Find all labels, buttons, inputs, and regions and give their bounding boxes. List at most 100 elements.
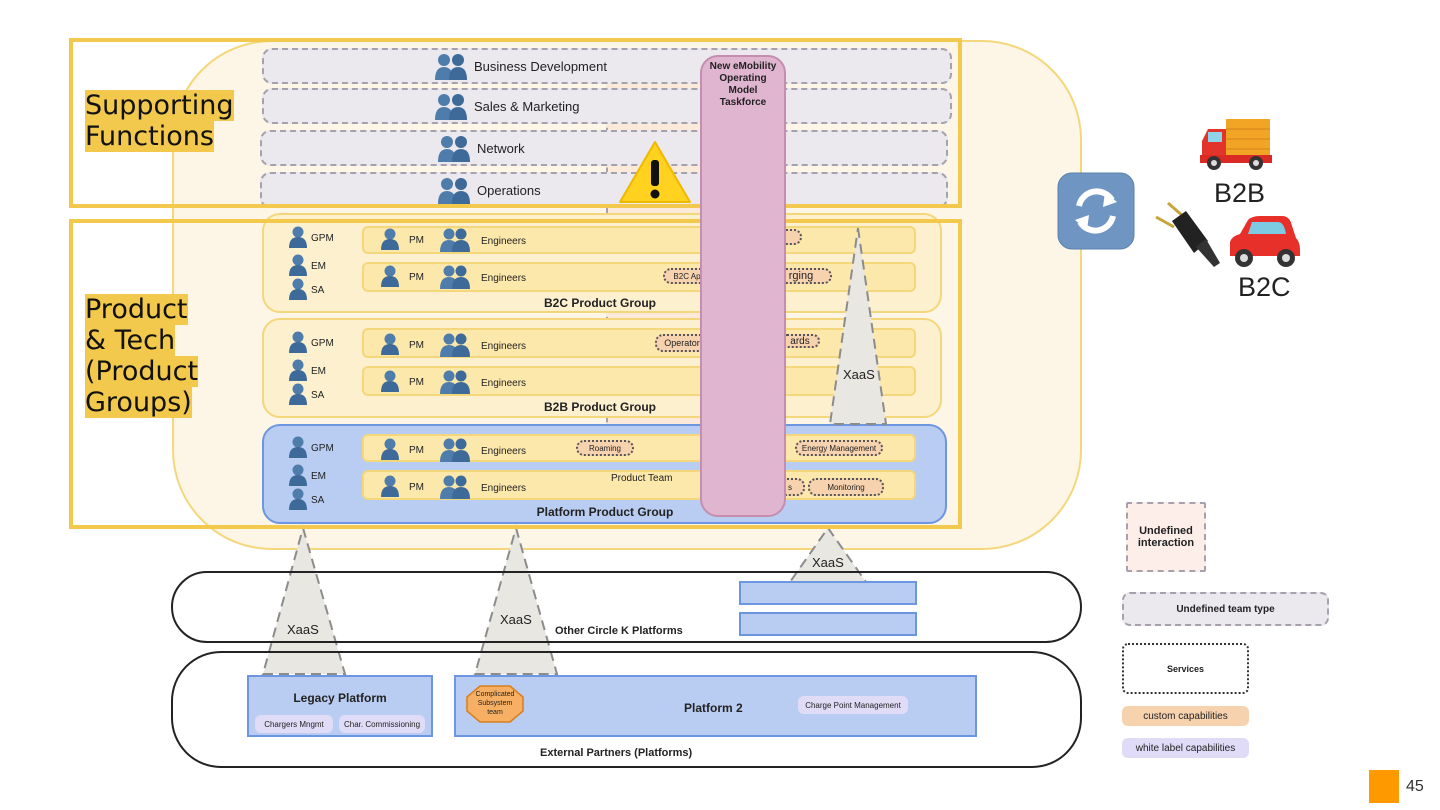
person-icon (380, 475, 400, 500)
function-label: Network (477, 140, 525, 156)
role-engineers: Engineers (440, 333, 526, 360)
role-label: GPM (311, 233, 334, 244)
role-pm: PM (380, 265, 424, 290)
xaas-label: XaaS (287, 622, 319, 637)
people-icon (434, 92, 468, 120)
supporting-functions-frame (69, 38, 962, 208)
b2b-label: B2B (1214, 178, 1266, 208)
people-icon (440, 265, 470, 292)
people-icon (440, 333, 470, 360)
product-team-label: Product Team (611, 473, 673, 484)
role-engineers: Engineers (440, 438, 526, 465)
person-icon (288, 331, 308, 356)
person-icon (380, 228, 400, 253)
person-icon (288, 488, 308, 513)
xaas-triangle-platform2 (473, 524, 559, 675)
service-pill[interactable]: Monitoring (808, 478, 884, 496)
warning-triangle-icon (618, 140, 692, 209)
role-sa: SA (288, 383, 324, 408)
people-icon (437, 134, 471, 162)
person-icon (288, 278, 308, 303)
xaas-label: XaaS (500, 612, 532, 627)
legend-undefined-team-type: Undefined team type (1122, 592, 1329, 626)
external-partners-label: External Partners (Platforms) (540, 747, 693, 759)
role-gpm: GPM (288, 436, 334, 461)
engineers-label: Engineers (481, 273, 527, 284)
b2c-label: B2C (1238, 272, 1291, 302)
engineers-label: Engineers (481, 378, 527, 389)
person-icon (288, 359, 308, 384)
external-partners-band (171, 651, 1082, 768)
people-icon (440, 475, 470, 502)
delivery-truck-icon (1200, 115, 1272, 178)
legend-services: Services (1122, 643, 1249, 694)
product-tech-frame (69, 219, 962, 529)
legacy-platform[interactable]: Legacy Platform Chargers Mngmt Char. Com… (247, 675, 433, 737)
role-pm: PM (380, 370, 424, 395)
person-icon (288, 464, 308, 489)
person-icon (380, 438, 400, 463)
supporting-function-row[interactable]: Network (260, 130, 948, 166)
people-icon (437, 176, 471, 204)
role-label: GPM (311, 338, 334, 349)
product-group-title: B2C Product Group (543, 296, 656, 310)
function-label: Operations (477, 182, 541, 198)
people-icon (440, 438, 470, 465)
platform-2[interactable]: Platform 2 Charge Point Management Compl… (454, 675, 977, 737)
xaas-triangle-platform-right (828, 227, 888, 425)
xaas-label: XaaS (812, 555, 844, 570)
other-platform-box[interactable] (739, 581, 917, 605)
other-platform-box[interactable] (739, 612, 917, 636)
page-marker (1369, 770, 1399, 803)
person-icon (288, 383, 308, 408)
sync-arrows-icon (1057, 172, 1135, 255)
role-sa: SA (288, 488, 324, 513)
role-engineers: Engineers (440, 228, 526, 255)
supporting-function-row[interactable]: Business Development (262, 48, 952, 84)
role-gpm: GPM (288, 331, 334, 356)
capability-chip[interactable]: Charge Point Management (798, 696, 908, 714)
person-icon (380, 370, 400, 395)
person-icon (380, 333, 400, 358)
product-group-title: Platform Product Group (536, 505, 674, 519)
role-sa: SA (288, 278, 324, 303)
legend-white-label-capabilities: white label capabilities (1122, 738, 1249, 758)
person-icon (288, 226, 308, 251)
electric-plug-icon (1150, 197, 1225, 277)
role-label: EM (311, 261, 326, 272)
role-label: SA (311, 390, 325, 401)
engineers-label: Engineers (481, 236, 527, 247)
people-icon (440, 370, 470, 397)
service-pill[interactable]: Energy Management (795, 440, 883, 456)
xaas-triangle-legacy (261, 524, 347, 675)
pm-label: PM (409, 272, 424, 283)
service-pill[interactable]: Roaming (576, 440, 634, 456)
role-label: SA (311, 495, 325, 506)
person-icon (288, 436, 308, 461)
xaas-label: XaaS (843, 367, 875, 382)
capability-chip[interactable]: Chargers Mngmt (255, 715, 333, 733)
function-label: Sales & Marketing (474, 98, 580, 114)
product-group-title: B2B Product Group (543, 400, 656, 414)
role-label: EM (311, 366, 326, 377)
engineers-label: Engineers (481, 341, 527, 352)
role-em: EM (288, 359, 326, 384)
role-em: EM (288, 464, 326, 489)
supporting-function-row[interactable]: Sales & Marketing (262, 88, 952, 124)
role-label: SA (311, 285, 325, 296)
role-pm: PM (380, 438, 424, 463)
pm-label: PM (409, 377, 424, 388)
capability-chip[interactable]: Char. Commissioning (339, 715, 425, 733)
engineers-label: Engineers (481, 483, 527, 494)
page-number: 45 (1406, 778, 1424, 795)
other-platforms-label: Other Circle K Platforms (555, 625, 683, 637)
platform-2-title: Platform 2 (684, 701, 743, 715)
people-icon (440, 228, 470, 255)
role-label: GPM (311, 443, 334, 454)
person-icon (288, 254, 308, 279)
